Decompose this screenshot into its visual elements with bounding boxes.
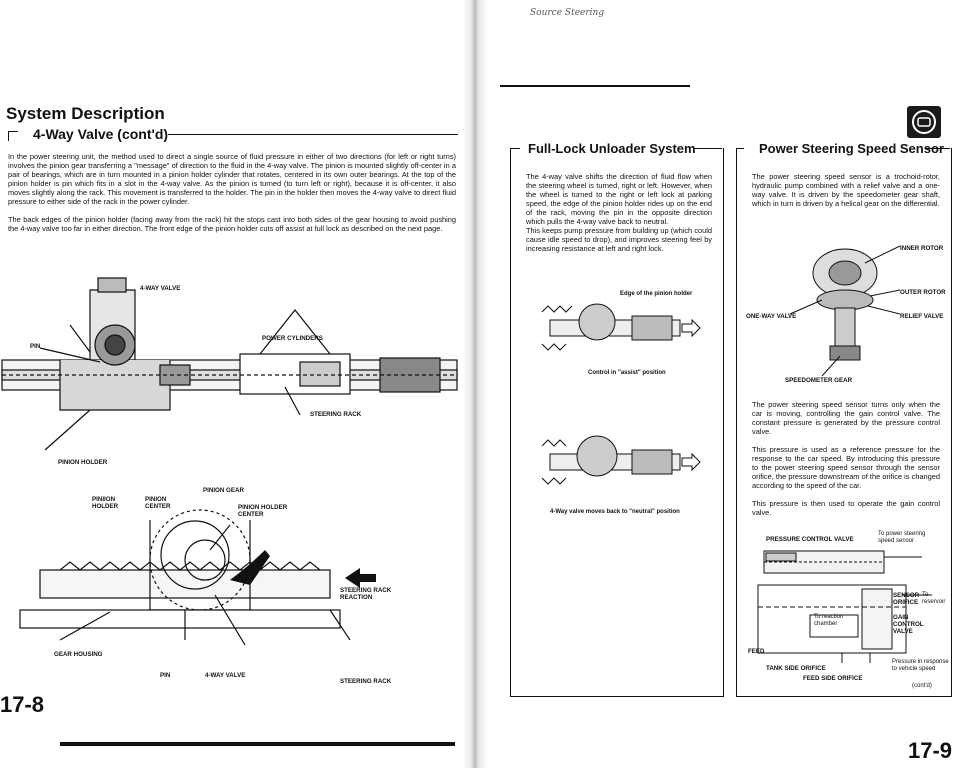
label-contd: (cont'd) bbox=[912, 683, 932, 689]
label-to-reaction-chamber: To reaction chamber bbox=[814, 614, 844, 627]
unloader-neutral-diagram bbox=[541, 435, 701, 485]
label-relief-valve: RELIEF VALVE bbox=[900, 313, 944, 320]
unloader-assist-diagram bbox=[541, 303, 701, 351]
speed-sensor-para-1: The power steering speed sensor turns on… bbox=[752, 400, 940, 436]
unloader-fig-bottom-caption: 4-Way valve moves back to "neutral" posi… bbox=[550, 509, 680, 515]
label-pinion-gear: PINION GEAR bbox=[203, 487, 244, 494]
label-to-reservoir: To reservoir bbox=[922, 592, 946, 605]
label-4-way-valve: 4-WAY VALVE bbox=[140, 285, 181, 292]
paragraph-1: In the power steering unit, the method u… bbox=[8, 152, 456, 206]
top-rule-right bbox=[500, 85, 690, 87]
label-feed-side-orifice: FEED SIDE ORIFICE bbox=[803, 675, 863, 682]
page-number-left: 17-8 bbox=[0, 692, 45, 717]
label-pinion-holder-2: PINIION HOLDER bbox=[92, 496, 119, 510]
speed-sensor-diagram bbox=[789, 245, 901, 377]
label-pinion-holder: PINION HOLDER bbox=[58, 459, 108, 466]
label-pinion-holder-center: PINION HOLDER CENTER bbox=[238, 504, 288, 518]
label-tank-side-orifice: TANK SIDE ORIFICE bbox=[766, 665, 826, 672]
speed-sensor-title: Power Steering Speed Sensor bbox=[759, 141, 944, 156]
right-page: Source Steering Full-Lock Unloader Syste… bbox=[470, 0, 960, 768]
label-sensor-orifice: SENSOR ORIFICE bbox=[893, 592, 920, 606]
section-title: 4-Way Valve (cont'd) bbox=[33, 126, 169, 142]
label-outer-rotor: OUTER ROTOR bbox=[900, 289, 946, 296]
gain-control-diagram bbox=[757, 550, 932, 663]
pinion-detail-diagram bbox=[19, 509, 376, 646]
unloader-fig-top-caption: Control in "assist" position bbox=[588, 370, 666, 376]
label-steering-rack: STEERING RACK bbox=[310, 411, 362, 418]
label-power-cylinders: POWER CYLINDERS bbox=[262, 335, 323, 342]
label-pin-2: PIN bbox=[160, 672, 171, 679]
label-steering-rack-2: STEERING RACK bbox=[340, 678, 392, 685]
unloader-rule-right bbox=[694, 148, 722, 150]
section-rule-left bbox=[8, 131, 18, 133]
left-page: System Description 4-Way Valve (cont'd) … bbox=[0, 0, 470, 768]
unloader-title: Full-Lock Unloader System bbox=[528, 141, 696, 156]
label-pressure-response: Pressure in response to vehicle speed bbox=[892, 659, 949, 672]
section-rule-right bbox=[168, 134, 458, 136]
unloader-fig-top-label: Edge of the pinion holder bbox=[620, 291, 693, 297]
label-gear-housing: GEAR HOUSING bbox=[54, 651, 103, 658]
label-pressure-control-valve: PRESSURE CONTROL VALVE bbox=[766, 536, 854, 543]
steering-wheel-icon bbox=[907, 106, 941, 138]
label-inner-rotor: INNER ROTOR bbox=[900, 245, 944, 252]
speed-sensor-intro: The power steering speed sensor is a tro… bbox=[752, 172, 940, 208]
label-speedometer-gear: SPEEDOMETER GEAR bbox=[785, 377, 853, 384]
steering-gear-diagram bbox=[1, 277, 458, 451]
section-rule-corner bbox=[8, 131, 10, 141]
handwritten-note: Source Steering bbox=[530, 8, 605, 18]
page-gutter bbox=[462, 0, 488, 768]
footer-bar-left bbox=[60, 742, 455, 746]
label-one-way-valve: ONE-WAY VALVE bbox=[746, 313, 797, 320]
unloader-rule-left bbox=[510, 148, 520, 150]
speed-sensor-para-2: This pressure is used as a reference pre… bbox=[752, 445, 940, 490]
label-gain-control-valve: GAIN CONTROL VALVE bbox=[893, 614, 924, 635]
label-pinion-center: PINION CENTER bbox=[145, 496, 171, 510]
unloader-panel bbox=[510, 148, 724, 697]
unloader-body: The 4-way valve shifts the direction of … bbox=[526, 172, 712, 253]
page-header-title: System Description bbox=[6, 104, 165, 123]
speed-sensor-para-3: This pressure is then used to operate th… bbox=[752, 499, 940, 517]
label-to-power-steering: To power steering speed sensor bbox=[878, 531, 926, 544]
label-4-way-valve-2: 4-WAY VALVE bbox=[205, 672, 246, 679]
label-steering-rack-reaction: STEERING RACK REACTION bbox=[340, 587, 392, 601]
paragraph-2: The back edges of the pinion holder (fac… bbox=[8, 215, 456, 233]
sensor-rule-right bbox=[926, 148, 950, 150]
label-feed: FEED bbox=[748, 648, 765, 655]
sensor-rule-left bbox=[736, 148, 744, 150]
page-number-right: 17-9 bbox=[908, 738, 953, 763]
label-pin: PIN bbox=[30, 343, 41, 350]
speed-sensor-panel bbox=[736, 148, 952, 697]
